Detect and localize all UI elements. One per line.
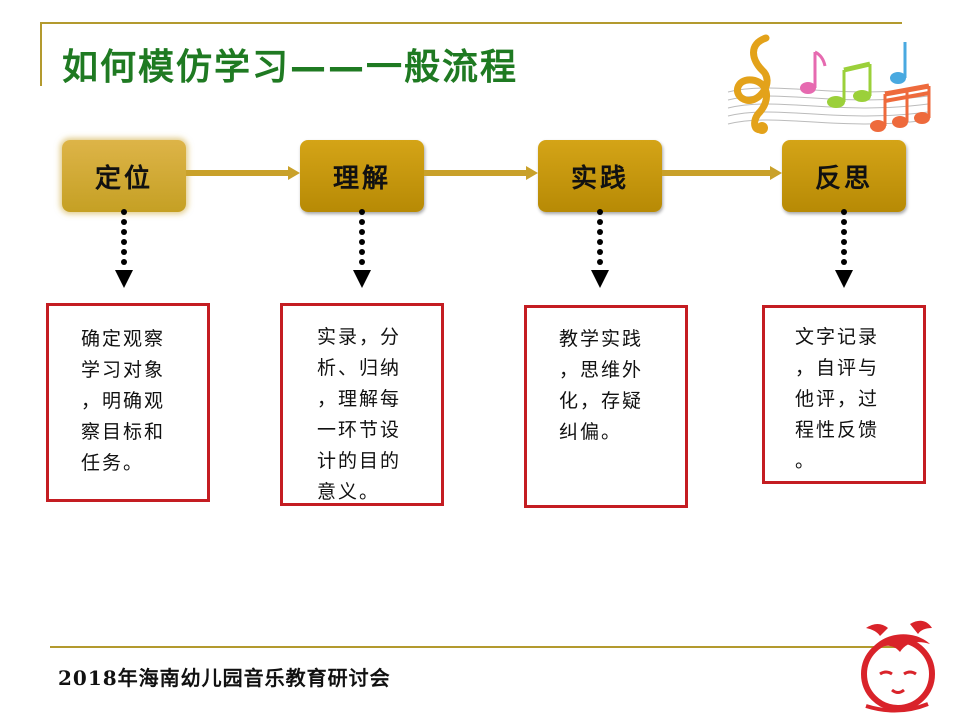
dotted-down-arrow — [835, 209, 853, 288]
detail-text: 文字记录 ，自评与 他评，过 程性反馈 。 — [795, 326, 880, 472]
frame-left-line — [40, 22, 42, 86]
detail-box-practice: 教学实践 ，思维外 化，存疑 纠偏。 — [524, 305, 688, 508]
step-practice: 实践 — [538, 140, 662, 212]
frame-top-line — [40, 22, 902, 24]
detail-box-reflection: 文字记录 ，自评与 他评，过 程性反馈 。 — [762, 305, 926, 484]
dotted-down-arrow — [353, 209, 371, 288]
dotted-down-arrow — [115, 209, 133, 288]
music-notes-icon — [727, 34, 931, 134]
detail-box-positioning: 确定观察 学习对象 ，明确观 察目标和 任务。 — [46, 303, 210, 502]
footer-line — [50, 646, 902, 648]
slide-title: 如何模仿学习——一般流程 — [62, 47, 519, 88]
step-label: 反思 — [814, 163, 873, 194]
girl-face-logo-icon — [861, 620, 935, 713]
step-label: 定位 — [94, 163, 153, 194]
flow-arrow — [186, 166, 300, 180]
step-reflection: 反思 — [782, 140, 906, 212]
detail-text: 教学实践 ，思维外 化，存疑 纠偏。 — [559, 328, 644, 443]
dotted-down-arrow — [591, 209, 609, 288]
detail-text: 实录，分 析、归纳 ，理解每 一环节设 计的目的 意义。 — [317, 326, 402, 503]
step-positioning: 定位 — [62, 140, 186, 212]
footer-text: 2018年海南幼儿园音乐教育研讨会 — [58, 666, 391, 690]
flow-arrow — [424, 166, 538, 180]
step-understanding: 理解 — [300, 140, 424, 212]
flow-arrow — [662, 166, 782, 180]
step-label: 实践 — [570, 163, 629, 194]
detail-text: 确定观察 学习对象 ，明确观 察目标和 任务。 — [81, 328, 166, 474]
step-label: 理解 — [332, 163, 391, 194]
detail-box-understanding: 实录，分 析、归纳 ，理解每 一环节设 计的目的 意义。 — [280, 303, 444, 506]
